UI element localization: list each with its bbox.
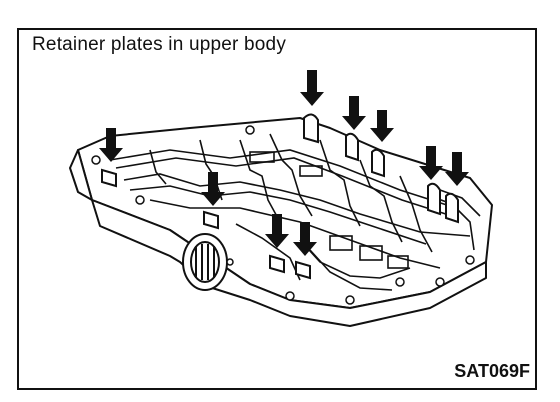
arrow-down-icon (300, 70, 324, 106)
arrow-down-icon (265, 214, 289, 248)
arrow-down-icon (99, 128, 123, 162)
arrow-down-icon (201, 172, 225, 206)
retainer-plate (345, 132, 359, 162)
figure-caption: Retainer plates in upper body (32, 34, 287, 55)
arrow-down-icon (445, 152, 469, 186)
retainer-plate (101, 168, 117, 188)
retainer-plates (101, 113, 459, 280)
retainer-plate (295, 260, 311, 280)
bolt-holes (91, 125, 475, 305)
arrow-down-icon (370, 110, 394, 142)
arrow-down-icon (342, 96, 366, 130)
figure-code: SAT069F (454, 361, 530, 381)
retainer-plate (203, 210, 219, 230)
arrow-down-icon (293, 222, 317, 256)
retainer-plate (303, 113, 319, 144)
arrow-down-icon (419, 146, 443, 180)
retainer-plate (427, 182, 441, 216)
retainer-plate (269, 254, 285, 274)
pointer-arrows (99, 70, 469, 256)
retainer-plate (445, 192, 459, 224)
side-port (182, 233, 228, 291)
retainer-plate (371, 148, 385, 178)
